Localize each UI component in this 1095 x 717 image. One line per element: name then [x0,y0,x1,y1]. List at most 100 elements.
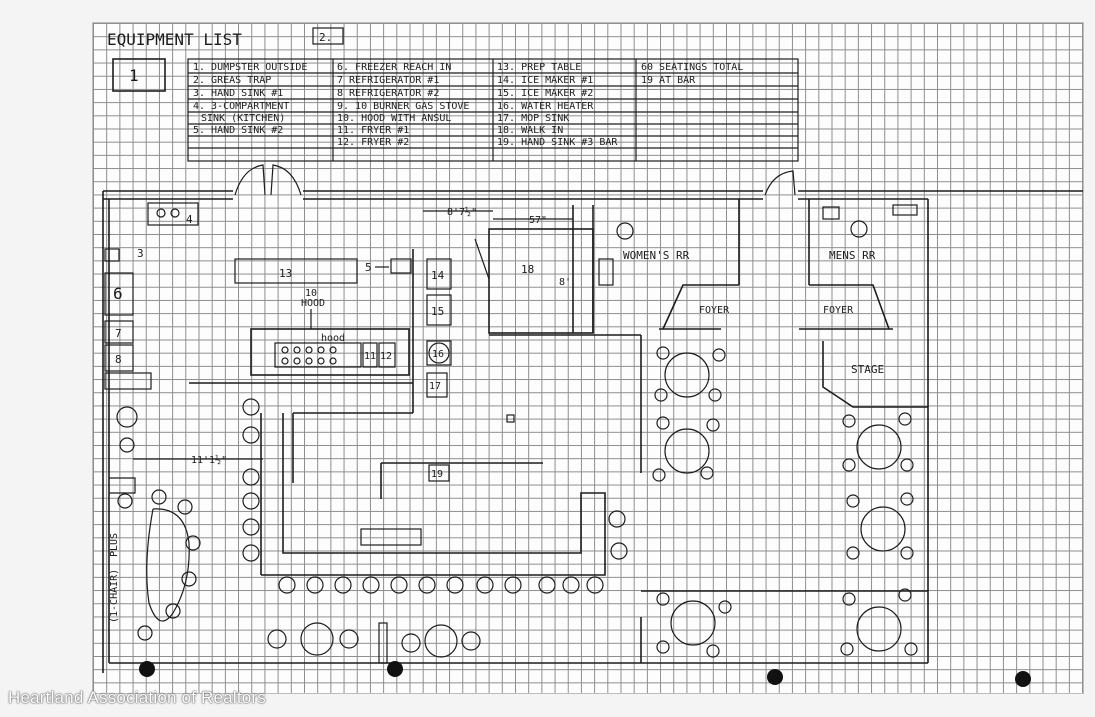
equipment-item: 8 REFRIGERATOR #2 [337,88,439,99]
label-3: 3 [137,247,144,260]
graph-paper-sheet: EQUIPMENT LIST 2. 1 1. DUMPSTER OUTSIDE … [92,22,1084,694]
front-door [764,170,796,196]
label-4: 4 [186,213,193,226]
equipment-item: 18. WALK IN [497,125,563,136]
seating-total: 60 SEATINGS TOTAL [641,62,743,73]
equipment-item: 3. HAND SINK #1 [193,88,283,99]
binder-hole [767,669,783,685]
equipment-18-walk-in [488,228,594,334]
womens-sink [598,258,614,286]
kitchen-door-left [234,164,266,196]
equipment-8-refrigerator [104,344,134,372]
left-lounge-table [146,508,190,622]
bar-counter [261,413,606,576]
foyer-left-label: FOYER [699,305,730,316]
mens-urinal [822,206,840,220]
equipment-item: 10. HOOD WITH ANSUL [337,113,451,124]
foyer-right-wall [809,284,890,330]
equipment-item: 16. WATER HEATER [497,101,594,112]
equipment-column-2: 6. FREEZER REACH IN 7 REFRIGERATOR #1 8 … [337,62,469,148]
equipment-item: 11. FRYER #1 [337,125,409,136]
kitchen-door-right [270,164,302,196]
label-12: 12 [380,351,392,362]
dining-tables [267,346,918,664]
equipment-list-title: EQUIPMENT LIST [107,30,242,49]
label-5: 5 [365,261,372,274]
equipment-14-ice-maker [426,258,452,290]
equipment-item: 6. FREEZER REACH IN [337,62,451,73]
equipment-item: 4. 3-COMPARTMENT [193,101,289,112]
mens-toilet [850,220,868,238]
equipment-item: 7 REFRIGERATOR #1 [337,75,439,86]
binder-hole [387,661,403,677]
label-7: 7 [115,327,122,340]
equipment-item: 12. FRYER #2 [337,137,409,148]
label-18: 18 [521,263,534,276]
equipment-item: 15. ICE MAKER #2 [497,88,593,99]
floor-drain [506,414,515,423]
equipment-item: 2. GREAS TRAP [193,75,271,86]
seating-notes: 60 SEATINGS TOTAL 19 AT BAR [641,62,743,86]
side-note-plus: PLUS [109,533,120,557]
equipment-item: 1. DUMPSTER OUTSIDE [193,62,307,73]
hood-number: 10 [305,288,317,299]
dimension-11ft: 11'1½" [191,454,227,466]
counter [104,372,152,390]
label-14: 14 [431,269,445,282]
dimension-8ft7: 8'7½" [447,206,477,218]
side-note-chair: (1-CHAIR) [109,569,120,623]
equipment-item: 13. PREP TABLE [497,62,581,73]
left-booth [109,477,136,494]
sheet-number-box [112,58,166,92]
equipment-9-stove [274,342,362,368]
foyer-right-label: FOYER [823,305,854,316]
label-13: 13 [279,267,292,280]
title-box [312,27,344,45]
dimension-8ft: 8' [559,277,571,288]
mens-restroom-label: MENS RR [829,249,876,262]
exterior-walls [102,190,1083,673]
equipment-13-prep-table [234,258,358,284]
hood-small-label: hood [321,333,345,344]
equipment-item: 19. HAND SINK #3 BAR [497,137,618,148]
equipment-7-refrigerator [104,320,134,344]
stove-burners [281,346,337,365]
title-box-number: 2. [319,31,332,44]
equipment-10-hood [250,328,410,376]
equipment-4-sink [147,202,199,226]
label-11: 11 [364,351,376,362]
equipment-item: 17. MOP SINK [497,113,569,124]
equipment-6-freezer [104,272,134,316]
equipment-5-hand-sink [390,258,412,274]
label-16: 16 [432,349,444,360]
stage-edge [822,341,928,408]
binder-hole [1015,671,1031,687]
floor-plan-drawing: EQUIPMENT LIST 2. 1 1. DUMPSTER OUTSIDE … [102,27,1083,687]
equipment-3-hand-sink [104,248,120,262]
hood-label: HOOD [301,298,325,309]
equipment-item: 5. HAND SINK #2 [193,125,283,136]
label-19: 19 [431,469,443,480]
equipment-15-ice-maker [426,294,452,326]
binder-hole [139,661,155,677]
equipment-item: 9. 10 BURNER GAS STOVE [337,101,469,112]
dimension-57in: 57" [529,215,547,226]
left-lounge-chairs [116,406,201,641]
equipment-17-mop-sink [426,372,448,398]
equipment-19-bar-hand-sink [428,464,450,482]
equipment-item: 14. ICE MAKER #1 [497,75,593,86]
label-8: 8 [115,353,122,366]
bar-back-cabinet [360,528,422,546]
seating-bar: 19 AT BAR [641,75,696,86]
label-6: 6 [113,284,123,303]
stage-label: STAGE [851,363,884,376]
womens-restroom-label: WOMEN'S RR [623,249,690,262]
bar-stools [242,398,628,594]
equipment-item: SINK (KITCHEN) [201,113,285,124]
foyer-left-wall [662,284,739,330]
label-15: 15 [431,305,444,318]
sheet-number: 1 [129,66,139,85]
equipment-12-fryer [378,342,396,368]
mens-sink [892,204,918,216]
label-17: 17 [429,381,441,392]
